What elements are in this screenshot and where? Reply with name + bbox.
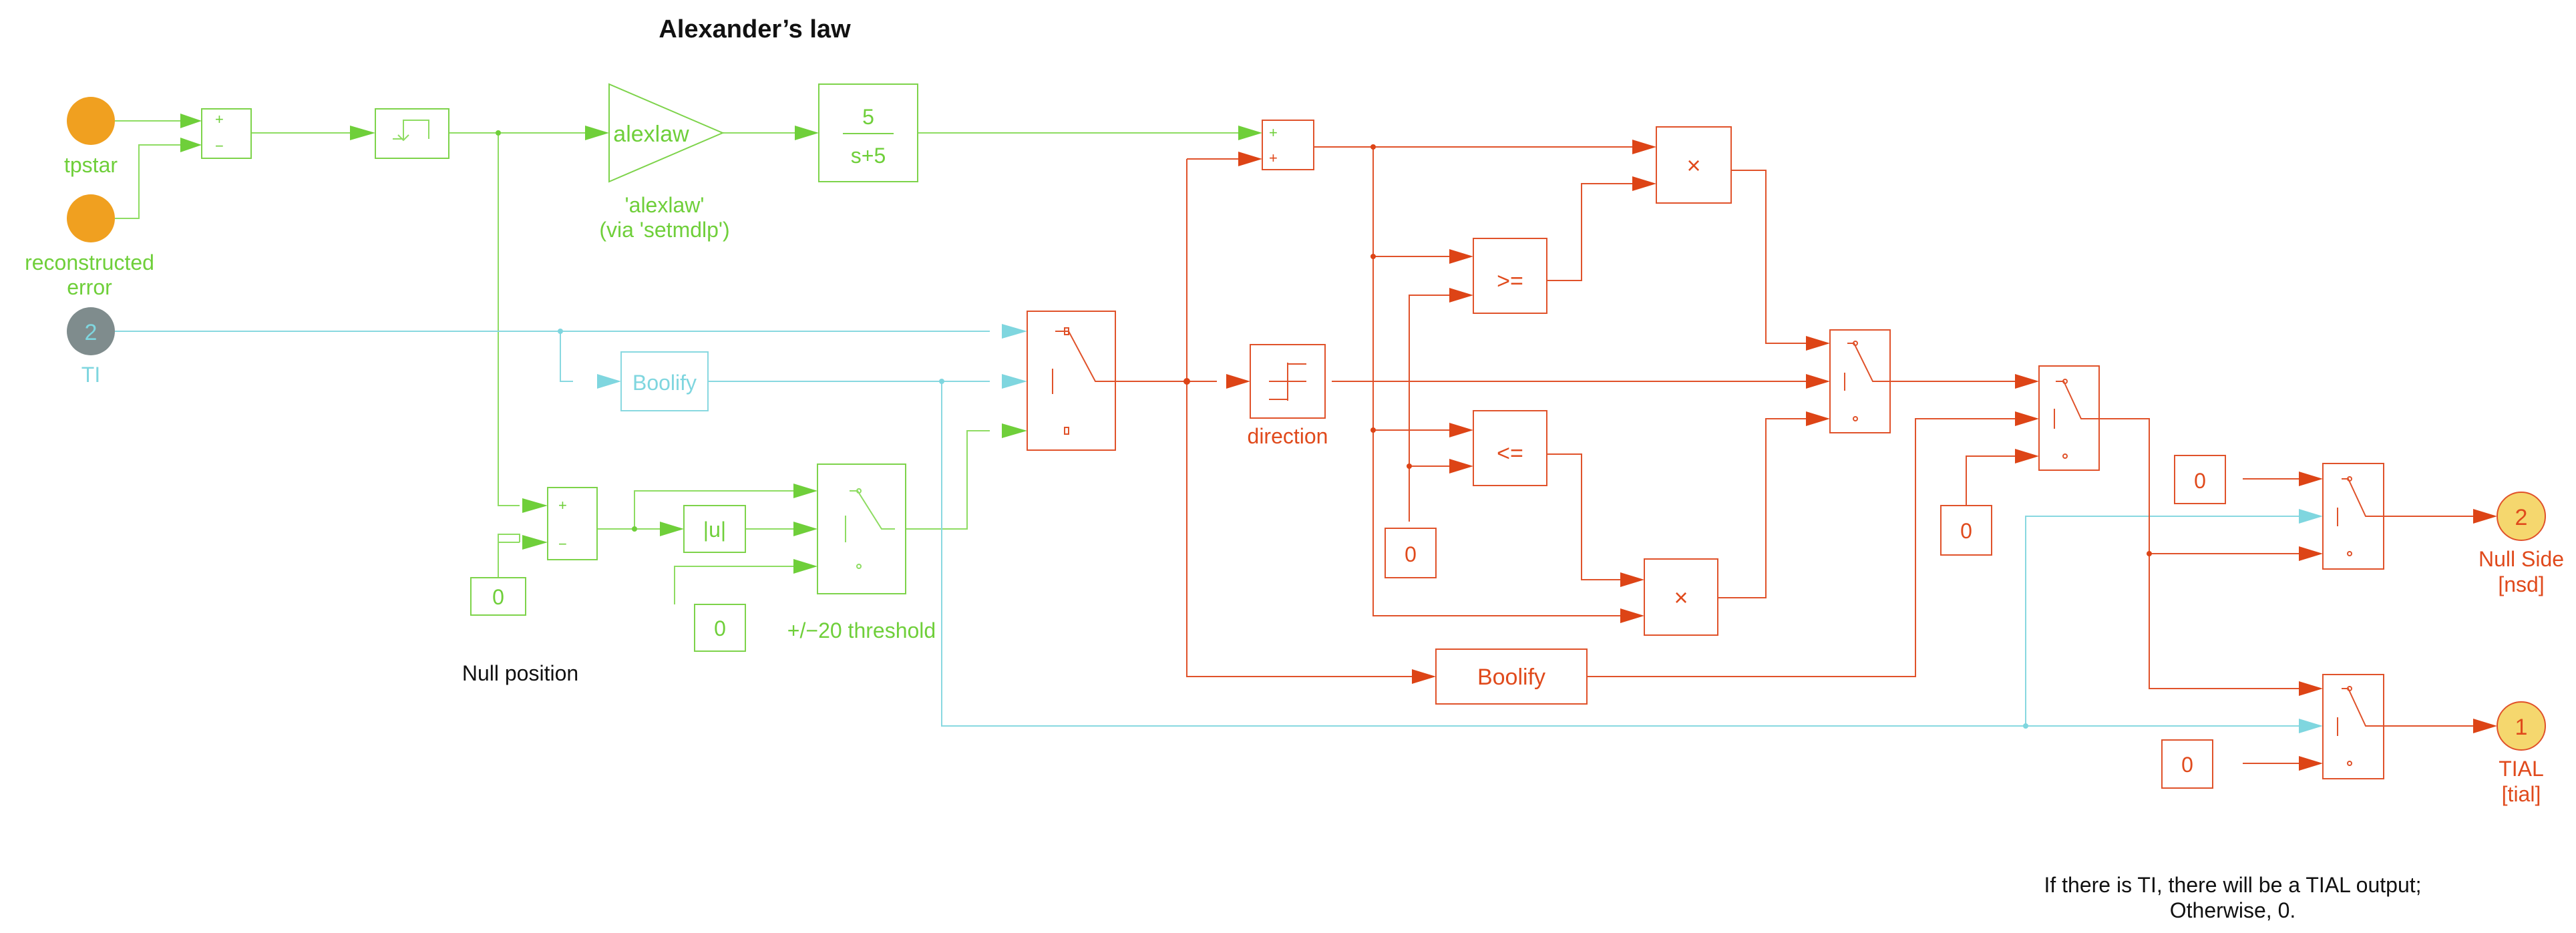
gain-caption-line2: (via 'setmdlp') (599, 218, 729, 242)
transfer-function-block[interactable]: 5 s+5 (818, 83, 918, 182)
boolify-orange-label: Boolify (1477, 665, 1545, 690)
tf-denominator: s+5 (851, 144, 886, 168)
boolify-cyan-block[interactable]: Boolify (620, 351, 709, 411)
inport-recon-number: 4 (85, 207, 98, 232)
inport-ti[interactable]: 2 TI (67, 307, 115, 387)
boolify-orange-block[interactable]: Boolify (1435, 648, 1588, 705)
switch-right[interactable] (2038, 365, 2100, 471)
outport-tial-number: 1 (2515, 715, 2528, 740)
outport-null-side-label-2: [nsd] (2498, 572, 2544, 596)
sum-block-top[interactable]: + − (201, 108, 252, 159)
cyan-signal-lines (115, 331, 2300, 727)
inport-recon-label-1: reconstructed (25, 250, 154, 274)
abs-label: |u| (703, 518, 726, 542)
orange-arrowheads (1226, 140, 2497, 771)
le-block[interactable]: <= (1473, 410, 1547, 486)
junction-dots (496, 130, 2152, 729)
sum-block-null[interactable]: + − (547, 487, 598, 560)
switch-threshold[interactable]: +/−20 threshold (787, 463, 936, 642)
sum-top-plus-sign: + (215, 111, 224, 128)
outport-tial[interactable]: 1 TIAL [tial] (2497, 701, 2546, 806)
inport-tpstar[interactable]: 3 tpstar (64, 97, 118, 177)
const-zero-null[interactable]: 0 (470, 577, 526, 616)
sum-null-minus-sign: − (558, 536, 567, 552)
gain-block-alexlaw[interactable]: alexlaw 'alexlaw' (via 'setmdlp') (599, 83, 730, 242)
switch-tial[interactable] (2322, 674, 2384, 779)
ge-block[interactable]: >= (1473, 238, 1547, 314)
inport-ti-label: TI (81, 363, 100, 387)
direction-caption: direction (1248, 424, 1328, 448)
outport-null-side[interactable]: 2 Null Side [nsd] (2478, 492, 2564, 596)
inport-ti-number: 2 (85, 320, 98, 345)
outport-null-side-label-1: Null Side (2478, 547, 2564, 571)
inport-reconstructed-error[interactable]: 4 reconstructed error (25, 194, 154, 299)
const-zero-threshold[interactable]: 0 (694, 604, 746, 652)
sum-orange-plus-1: + (1269, 124, 1278, 141)
const-zero-tial-text: 0 (2181, 753, 2193, 777)
switch-null-side[interactable] (2322, 463, 2384, 570)
const-to-sum-wire (498, 542, 520, 578)
sum-block-orange[interactable]: + + (1262, 120, 1314, 170)
sum-orange-plus-2: + (1269, 150, 1278, 166)
gain-caption-line1: 'alexlaw' (625, 193, 705, 217)
le-label: <= (1497, 441, 1523, 466)
boolify-cyan-label: Boolify (632, 371, 697, 395)
direction-block[interactable]: direction (1248, 344, 1328, 448)
product-block-bottom[interactable]: × (1644, 558, 1718, 636)
inport-tpstar-label: tpstar (64, 153, 118, 177)
const-zero-compare-text: 0 (1405, 542, 1417, 566)
product-bottom-symbol: × (1674, 584, 1688, 611)
sum-top-minus-sign: − (215, 138, 224, 154)
ge-label: >= (1497, 268, 1523, 294)
green-signal-lines (115, 120, 1244, 604)
inport-recon-label-2: error (67, 275, 112, 299)
switch-direction[interactable] (1829, 329, 1891, 433)
const-zero-threshold-text: 0 (714, 616, 726, 640)
outport-tial-label-1: TIAL (2499, 757, 2544, 781)
switch-main[interactable] (1027, 311, 1116, 451)
const-zero-null-side-text: 0 (2194, 469, 2206, 493)
annotation-line1: If there is TI, there will be a TIAL out… (2044, 873, 2421, 897)
diagram-title: Alexander’s law (659, 15, 851, 43)
product-top-symbol: × (1686, 152, 1700, 179)
outport-tial-label-2: [tial] (2502, 782, 2541, 806)
const-zero-null-text: 0 (492, 585, 504, 609)
const-zero-null-side[interactable]: 0 (2174, 455, 2226, 504)
sum-null-plus-sign: + (558, 497, 567, 514)
tf-numerator: 5 (862, 105, 874, 129)
outport-null-side-number: 2 (2515, 505, 2528, 530)
const-zero-tial[interactable]: 0 (2161, 739, 2213, 789)
green-arrowheads (180, 114, 1262, 574)
null-position-label: Null position (462, 661, 578, 685)
cyan-arrowheads (597, 324, 2323, 733)
inport-tpstar-number: 3 (85, 110, 98, 135)
const-zero-compare[interactable]: 0 (1385, 528, 1437, 578)
abs-block[interactable]: |u| (683, 505, 746, 553)
gain-label: alexlaw (613, 122, 689, 147)
sign-block[interactable] (375, 108, 449, 159)
orange-signal-lines (1115, 146, 2473, 764)
product-block-top[interactable]: × (1656, 126, 1732, 204)
const-zero-switch-right-text: 0 (1960, 519, 1972, 543)
threshold-caption: +/−20 threshold (787, 618, 936, 642)
annotation-line2: Otherwise, 0. (2170, 898, 2296, 922)
const-zero-switch-right[interactable]: 0 (1940, 505, 1992, 556)
